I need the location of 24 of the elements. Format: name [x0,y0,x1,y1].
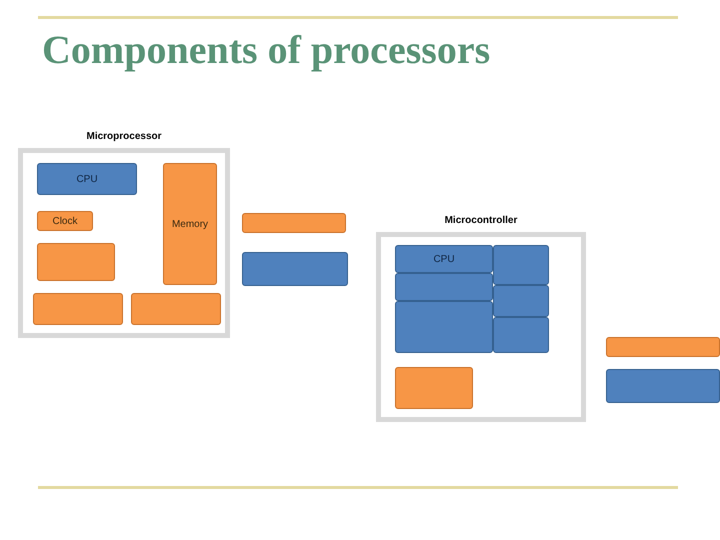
empty-box [37,243,115,281]
empty-box [33,293,123,325]
empty-box [493,285,549,317]
component-label: CPU [76,174,98,184]
panel-heading: Microcontroller [444,215,518,226]
empty-box [606,369,720,403]
component-label: Clock [52,216,78,226]
empty-box [131,293,221,325]
slide-title: Components of processors [42,26,490,73]
empty-box [395,273,493,301]
empty-box [606,337,720,357]
component-box [37,211,93,231]
panel-heading: Microprocessor [85,131,163,142]
empty-box [395,301,493,353]
component-box [395,245,493,273]
empty-box [493,317,549,353]
component-label: CPU [433,254,455,264]
component-box [163,163,217,285]
component-label: Memory [172,218,208,230]
empty-box [493,245,549,285]
empty-box [395,367,473,409]
empty-box [242,252,348,286]
component-box [37,163,137,195]
empty-box [242,213,346,233]
